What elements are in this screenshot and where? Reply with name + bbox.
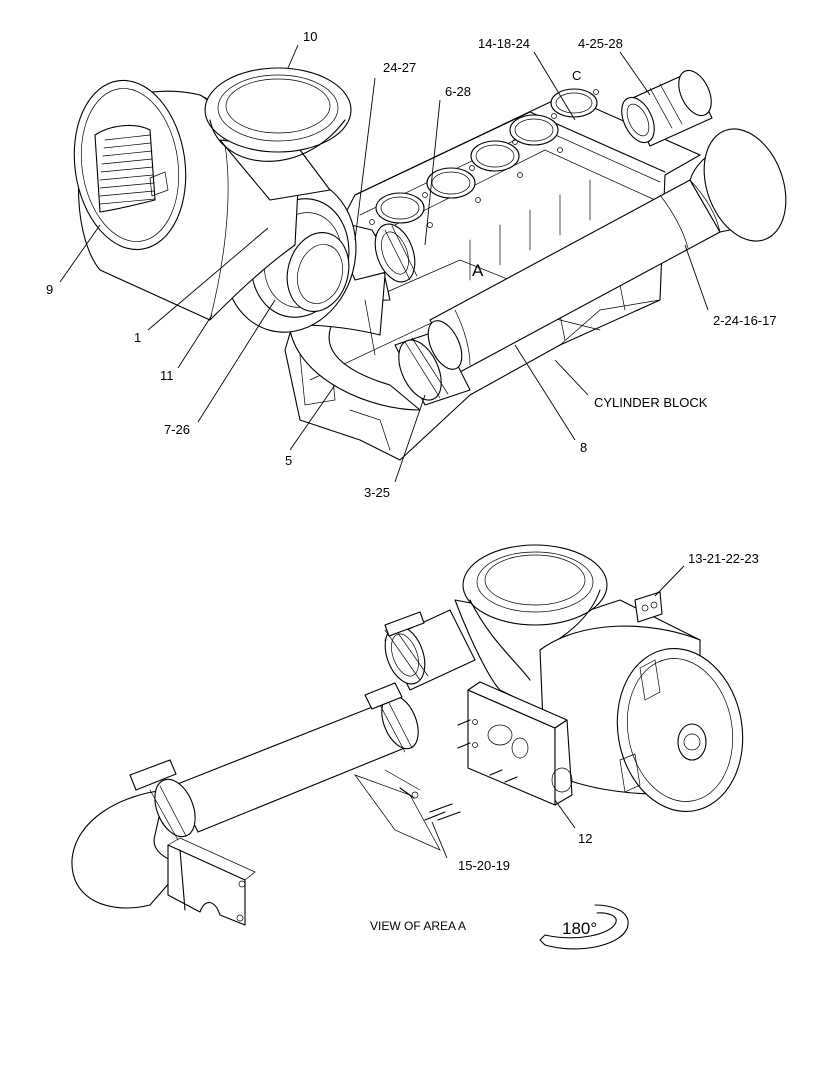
cylinder-bores [375, 88, 598, 224]
callout-7-26: 7-26 [164, 422, 190, 437]
upper-elbow-clamp [621, 69, 713, 147]
rotation-label: 180° [562, 919, 597, 938]
block-mark: C [572, 68, 581, 83]
callout-9: 9 [46, 282, 53, 297]
callout-11: 11 [160, 368, 174, 383]
cylinder-block: C [284, 68, 701, 461]
small-elbow-clamp [384, 609, 476, 691]
area-a-view: 13-21-22-23 12 15-20-19 VIEW OF AREA A 1… [71, 544, 759, 950]
callout-14-18-24: 14-18-24 [478, 36, 530, 51]
callout-4-25-28: 4-25-28 [578, 36, 623, 51]
callout-1: 1 [134, 330, 141, 345]
callout-leaders-bottom [431, 565, 685, 859]
callout-5: 5 [285, 453, 292, 468]
callout-15-20-19: 15-20-19 [458, 858, 510, 873]
callout-13-21-22-23: 13-21-22-23 [688, 551, 759, 566]
rotation-arrow-icon [539, 904, 629, 950]
area-a-marker: A [472, 261, 484, 280]
view-caption: VIEW OF AREA A [370, 919, 466, 933]
top-assembly-view: C [46, 29, 787, 500]
callout-2-24-16-17: 2-24-16-17 [713, 313, 777, 328]
intake-tube-upper [429, 128, 787, 373]
callout-8: 8 [580, 440, 587, 455]
air-cleaner [73, 67, 352, 321]
support-strap [354, 769, 461, 851]
callout-3-25: 3-25 [364, 485, 390, 500]
callout-12: 12 [578, 831, 592, 846]
tube-bracket [167, 837, 256, 926]
cylinder-block-label: CYLINDER BLOCK [594, 395, 708, 410]
mounting-plate [457, 681, 573, 806]
callout-leaders-top [59, 44, 709, 483]
callout-6-28: 6-28 [445, 84, 471, 99]
long-tube [71, 682, 419, 909]
callout-10: 10 [303, 29, 317, 44]
callout-24-27: 24-27 [383, 60, 416, 75]
air-cleaner-lower [454, 544, 744, 813]
